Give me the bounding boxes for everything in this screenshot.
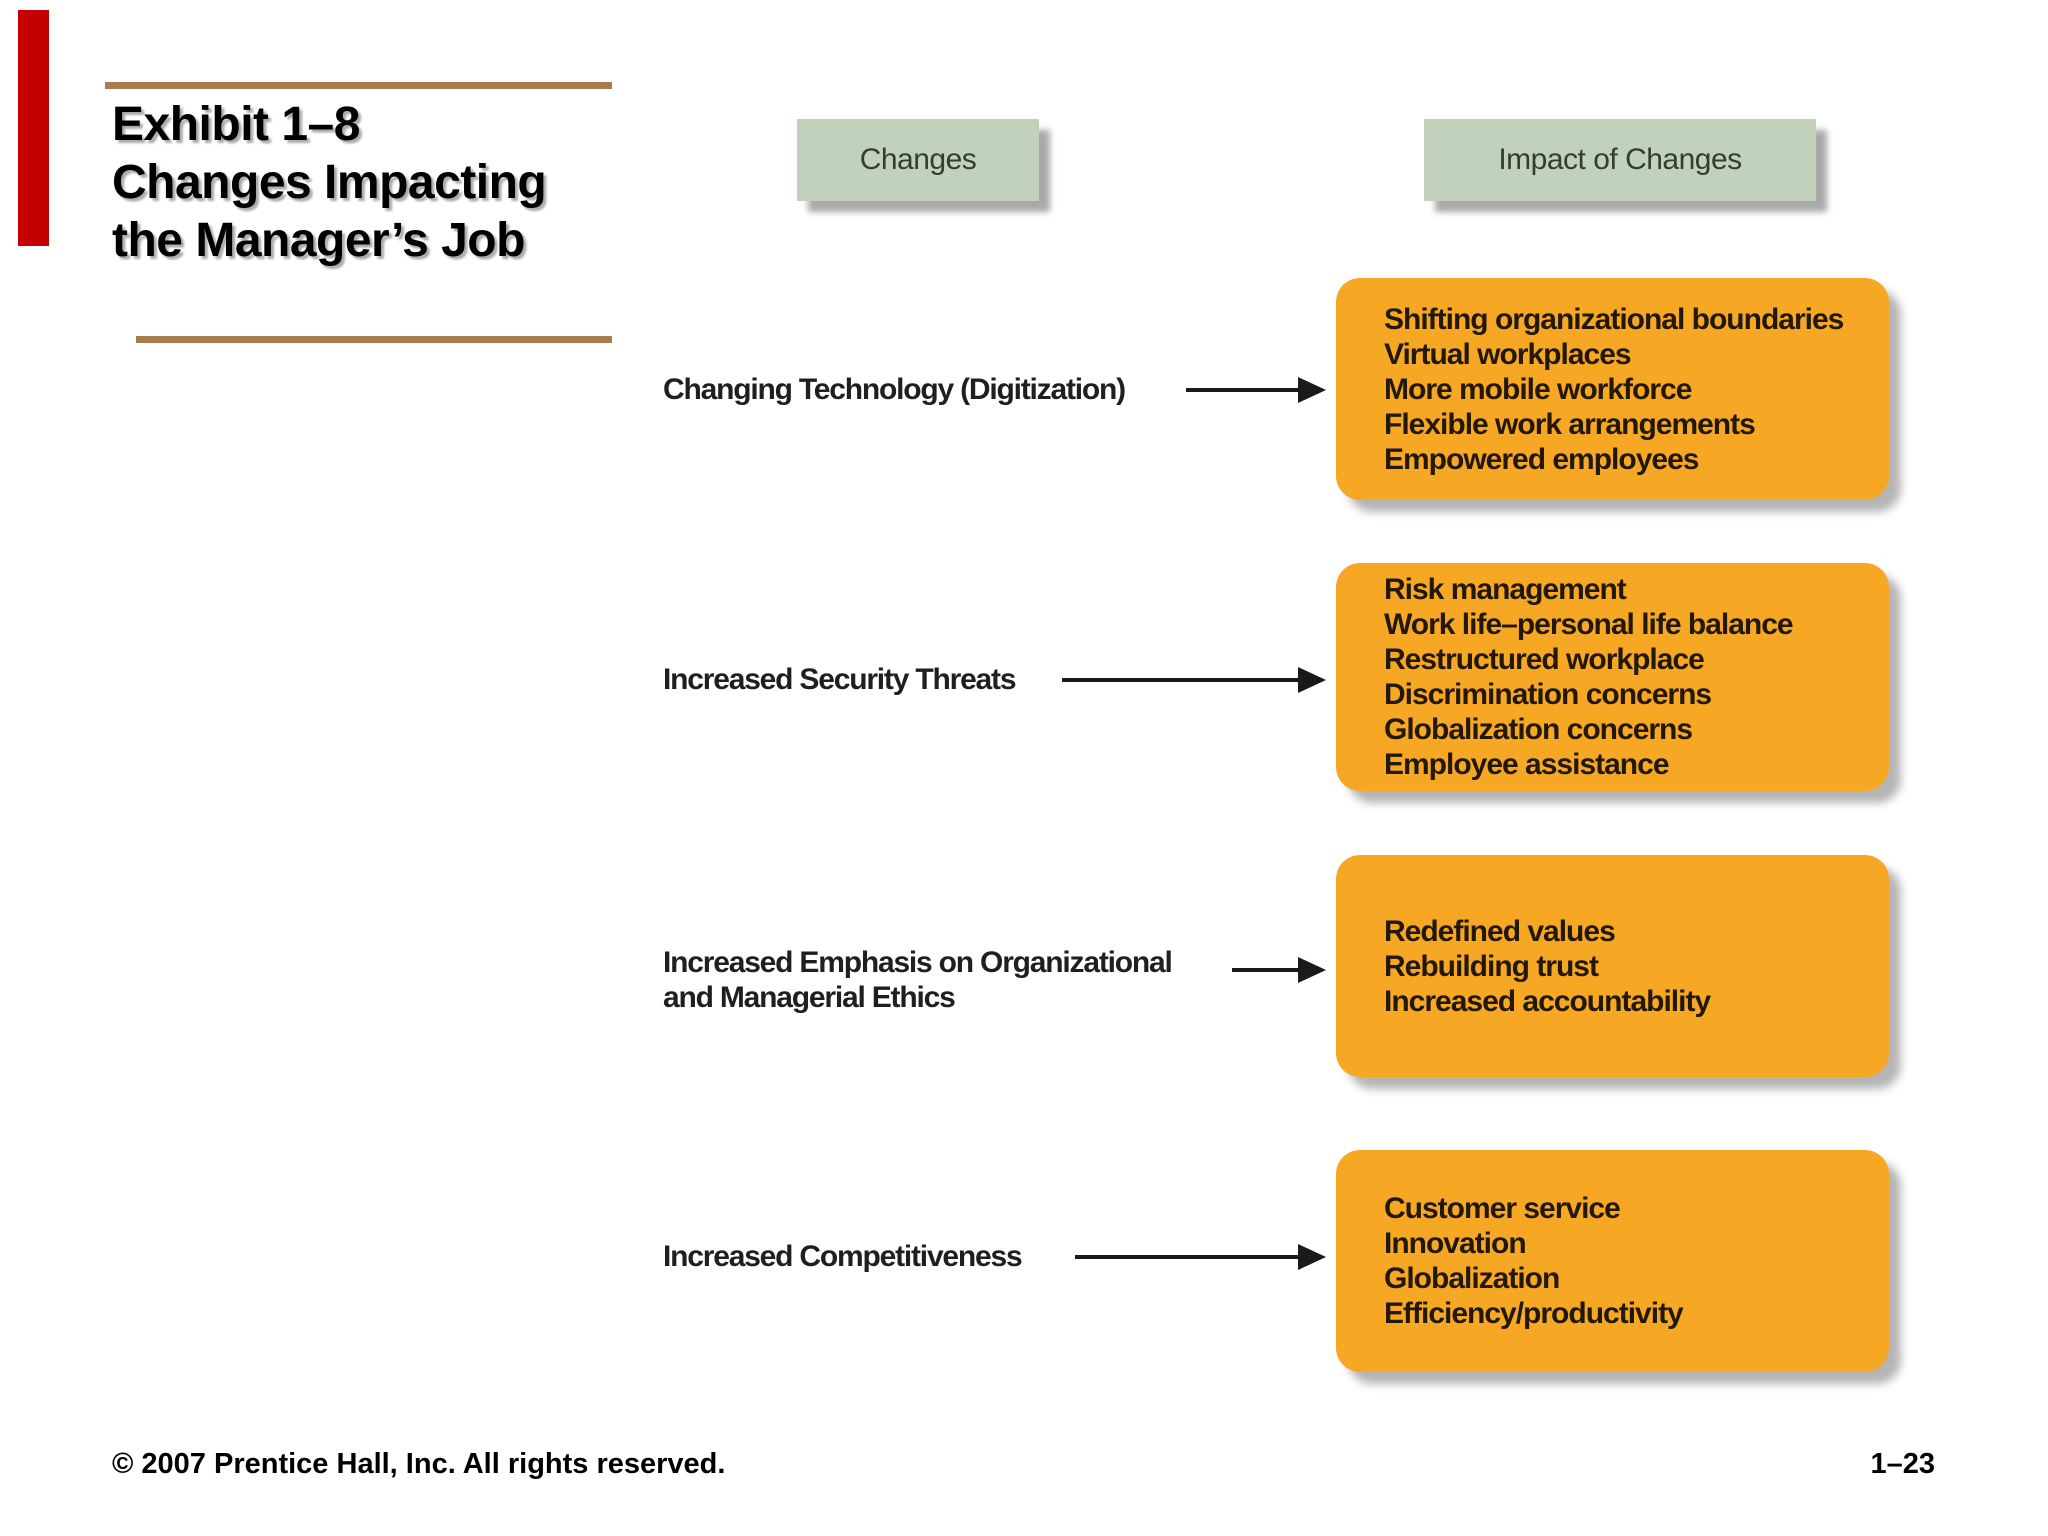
impact-item: Restructured workplace (1384, 643, 1705, 676)
change-label-line: Increased Security Threats (663, 663, 1017, 696)
title-line: the Manager’s Job (112, 214, 525, 267)
impact-item: More mobile workforce (1384, 372, 1692, 406)
change-label: Changing Technology (Digitization) (663, 372, 1126, 407)
impact-item: Efficiency/productivity (1384, 1297, 1684, 1330)
column-header-impact: Impact of Changes (1424, 119, 1816, 201)
impact-item: Employee assistance (1384, 748, 1670, 781)
impact-item: Redefined values (1384, 914, 1616, 948)
connector-arrow (1232, 957, 1326, 983)
arrow-right-icon (1298, 1244, 1326, 1270)
impact-item: Shifting organizational boundaries (1384, 302, 1844, 336)
title-line: Changes Impacting (112, 156, 547, 209)
column-header-changes: Changes (797, 119, 1039, 201)
impact-item: Empowered employees (1384, 442, 1699, 476)
change-label: Increased Competitiveness (663, 1239, 1023, 1274)
impact-item: Innovation (1384, 1227, 1527, 1260)
title-line: Exhibit 1–8 (112, 98, 360, 151)
connector-arrow (1062, 667, 1326, 693)
connector-arrow (1075, 1244, 1326, 1270)
impact-item: Discrimination concerns (1384, 678, 1712, 711)
change-label-line: Changing Technology (Digitization) (663, 373, 1126, 406)
impact-item: Increased accountability (1384, 984, 1711, 1018)
arrow-right-icon (1298, 667, 1326, 693)
footer-copyright: © 2007 Prentice Hall, Inc. All rights re… (112, 1448, 726, 1480)
impact-item: Virtual workplaces (1384, 337, 1632, 371)
impact-item: Rebuilding trust (1384, 949, 1599, 983)
impact-item: Customer service (1384, 1192, 1621, 1225)
red-accent-bar (18, 10, 49, 246)
impact-item: Globalization concerns (1384, 713, 1693, 746)
arrow-right-icon (1298, 377, 1326, 403)
impact-item: Work life–personal life balance (1384, 608, 1794, 641)
title-rule-top (105, 82, 612, 89)
change-label-line: Increased Competitiveness (663, 1240, 1023, 1273)
connector-arrow (1186, 377, 1326, 403)
title-rule-bottom (136, 336, 612, 343)
change-label: Increased Security Threats (663, 662, 1017, 697)
page-number: 1–23 (1870, 1448, 1935, 1480)
change-label-line: and Managerial Ethics (663, 981, 956, 1014)
arrow-right-icon (1298, 957, 1326, 983)
impact-item: Globalization (1384, 1262, 1560, 1295)
impact-item: Flexible work arrangements (1384, 407, 1756, 441)
impact-item: Risk management (1384, 573, 1627, 606)
change-label-line: Increased Emphasis on Organizational (663, 946, 1173, 979)
slide-title: Exhibit 1–8 Changes Impacting the Manage… (112, 96, 547, 270)
